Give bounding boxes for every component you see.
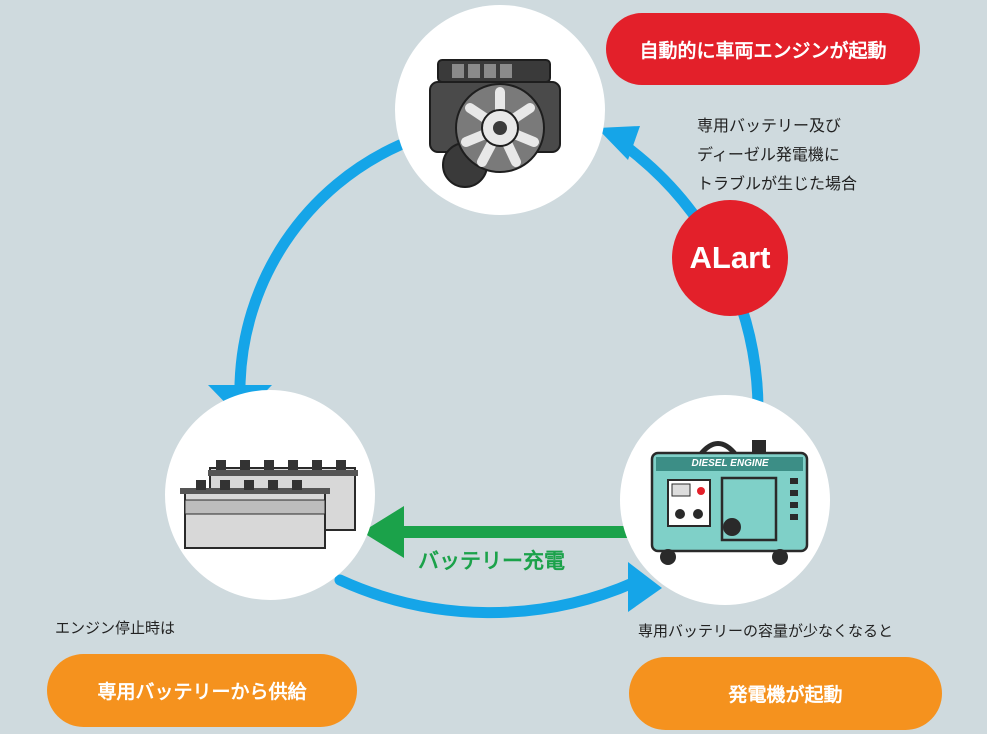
arrow-battery-to-generator bbox=[334, 574, 641, 619]
low-capacity-note: 専用バッテリーの容量が少なくなると bbox=[638, 622, 894, 640]
generator-start-badge: 発電機が起動 bbox=[629, 657, 942, 730]
arrow-generator-to-engine-head bbox=[597, 126, 640, 160]
trouble-note: 専用バッテリー及び ディーゼル発電機に トラブルが生じた場合 bbox=[697, 111, 897, 198]
engine-icon bbox=[429, 59, 561, 188]
engine-start-badge: 自動的に車両エンジンが起動 bbox=[606, 13, 920, 85]
charge-arrow-shaft bbox=[395, 526, 657, 538]
battery-supply-badge: 専用バッテリーから供給 bbox=[47, 654, 357, 727]
generator-icon bbox=[650, 440, 809, 565]
battery-icon bbox=[180, 460, 358, 549]
engine-stop-note: エンジン停止時は bbox=[55, 619, 176, 637]
trouble-note-line-1: 専用バッテリー及び bbox=[697, 116, 842, 135]
charge-arrow-head bbox=[362, 506, 404, 558]
arrow-battery-to-generator-head bbox=[628, 562, 662, 612]
arrow-engine-to-battery bbox=[234, 139, 406, 391]
trouble-note-line-3: トラブルが生じた場合 bbox=[697, 174, 858, 193]
trouble-note-line-2: ディーゼル発電機に bbox=[697, 145, 840, 164]
generator-plate-text: DIESEL ENGINE bbox=[691, 458, 769, 469]
charge-label: バッテリー充電 bbox=[418, 549, 565, 573]
alart-badge: ALart bbox=[672, 200, 788, 316]
